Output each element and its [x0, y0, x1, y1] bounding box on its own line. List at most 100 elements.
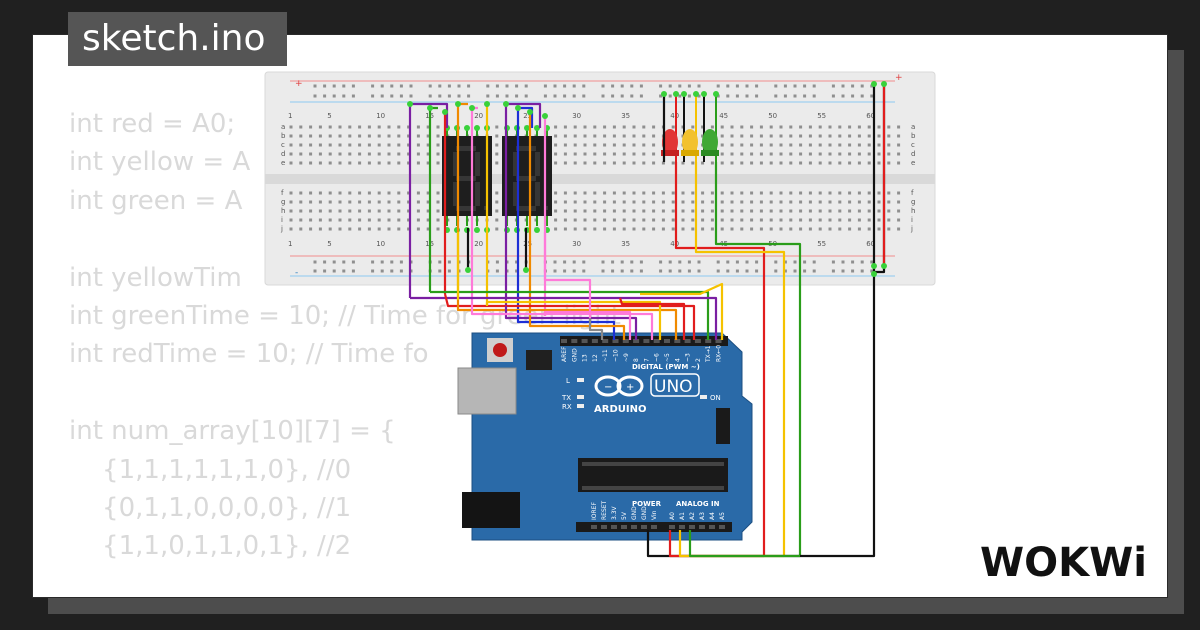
column-number: 10: [376, 112, 385, 120]
seven-segment-display-2[interactable]: [502, 136, 552, 216]
breadboard[interactable]: 1155101015152020252530303535404045455050…: [264, 71, 936, 286]
row-letter: i: [281, 216, 283, 224]
row-letter: f: [911, 189, 914, 197]
column-number: 30: [572, 240, 581, 248]
digital-pin-label: ~11: [602, 349, 609, 362]
column-number: 40: [670, 112, 679, 120]
row-letter: j: [910, 225, 913, 233]
column-number: 55: [817, 240, 826, 248]
power-label: POWER: [632, 500, 662, 508]
digital-pin-label: ~9: [623, 353, 630, 362]
power-pin-label: 3.3V: [611, 505, 618, 520]
column-number: 20: [474, 112, 483, 120]
svg-text:−: −: [604, 382, 612, 393]
column-number: 55: [817, 112, 826, 120]
code-line: int redTime = 10; // Time fo: [69, 339, 429, 370]
power-pin-label: Vin: [651, 510, 658, 520]
column-number: 5: [327, 112, 331, 120]
row-letter: i: [911, 216, 913, 224]
digital-pin-label: 12: [592, 354, 599, 362]
code-line: int red = A0;: [69, 109, 236, 139]
led-tx-label: TX: [561, 394, 571, 402]
row-letter: h: [281, 207, 285, 215]
row-letter: g: [911, 198, 915, 206]
row-letter: d: [911, 150, 915, 158]
digital-pin-label: RX←0: [716, 345, 723, 362]
column-number: 60: [866, 112, 875, 120]
digital-pin-label: ~10: [613, 349, 620, 362]
analog-pin-label: A5: [719, 512, 726, 520]
digital-pin-label: AREF: [561, 346, 568, 362]
digital-pin-label: 2: [695, 358, 702, 362]
row-letter: c: [911, 141, 915, 149]
code-line: int num_array[10][7] = {: [69, 416, 396, 447]
row-letter: g: [281, 198, 285, 206]
row-letter: a: [911, 123, 915, 131]
led-green[interactable]: [701, 94, 719, 162]
column-number: 10: [376, 240, 385, 248]
power-pin-label: GND: [641, 506, 648, 520]
row-letter: f: [281, 189, 284, 197]
wokwi-logo[interactable]: WOKWi: [976, 534, 1152, 586]
code-line: int yellow = A: [69, 147, 251, 178]
column-number: 25: [523, 112, 532, 120]
code-listing: int red = A0; int yellow = A int green = A…: [69, 105, 621, 566]
arduino-logo-icon: − +: [594, 375, 644, 397]
wokwi-logo-text: WOKWi: [980, 540, 1147, 586]
column-number: 50: [768, 112, 777, 120]
filename-label: sketch.ino: [82, 18, 266, 59]
digital-pin-label: 7: [643, 358, 650, 362]
code-line: {1,1,1,1,1,1,0}, //0: [69, 454, 352, 485]
analog-pin-label: A1: [679, 512, 686, 520]
power-jack: [462, 492, 520, 528]
row-letter: j: [280, 225, 283, 233]
row-letter: d: [281, 150, 285, 158]
filename-tab[interactable]: sketch.ino: [68, 12, 288, 66]
digital-label: DIGITAL (PWM ~): [632, 363, 700, 371]
power-pin-label: IOREF: [591, 502, 598, 520]
digital-pin-label: GND: [571, 348, 578, 362]
analog-pin-label: A3: [699, 512, 706, 520]
row-letter: b: [911, 132, 916, 140]
row-letter: e: [911, 159, 915, 167]
row-letter: h: [911, 207, 915, 215]
column-number: 1: [288, 112, 292, 120]
column-number: 60: [866, 240, 875, 248]
usb-port: [457, 367, 517, 415]
arduino-brand: ARDUINO: [594, 404, 646, 415]
led-l-label: L: [566, 377, 570, 385]
led-yellow[interactable]: [681, 94, 699, 162]
code-line: int yellowTim: [69, 262, 242, 293]
analog-pin-label: A0: [669, 512, 676, 520]
analog-pin-label: A4: [709, 512, 716, 520]
code-line: {0,1,1,0,0,0,0}, //1: [69, 492, 352, 523]
code-line: {1,1,0,1,1,0,1}, //2: [69, 531, 352, 562]
power-pin-label: 5V: [621, 511, 628, 520]
column-number: 30: [572, 112, 581, 120]
column-number: 45: [719, 112, 728, 120]
row-letter: e: [281, 159, 285, 167]
code-line: int green = A: [69, 185, 243, 216]
led-rx-label: RX: [562, 403, 572, 411]
arduino-model: UNO: [654, 377, 693, 397]
row-letter: c: [281, 141, 285, 149]
svg-text:+: +: [626, 382, 634, 393]
digital-pin-label: ~5: [664, 353, 671, 362]
column-number: 25: [523, 240, 532, 248]
power-pin-label: RESET: [601, 500, 608, 520]
digital-pin-label: ~6: [654, 353, 661, 362]
row-letter: b: [281, 132, 286, 140]
seven-segment-display-1[interactable]: [442, 136, 492, 216]
digital-pin-label: 4: [674, 358, 681, 362]
column-number: 40: [670, 240, 679, 248]
column-number: 35: [621, 112, 630, 120]
rail-plus-label-right: +: [895, 73, 903, 83]
led-on-label: ON: [710, 394, 721, 402]
row-letter: a: [281, 123, 285, 131]
analog-label: ANALOG IN: [676, 500, 720, 508]
rail-plus-label: +: [295, 79, 303, 89]
column-number: 5: [327, 240, 331, 248]
column-number: 1: [288, 240, 292, 248]
